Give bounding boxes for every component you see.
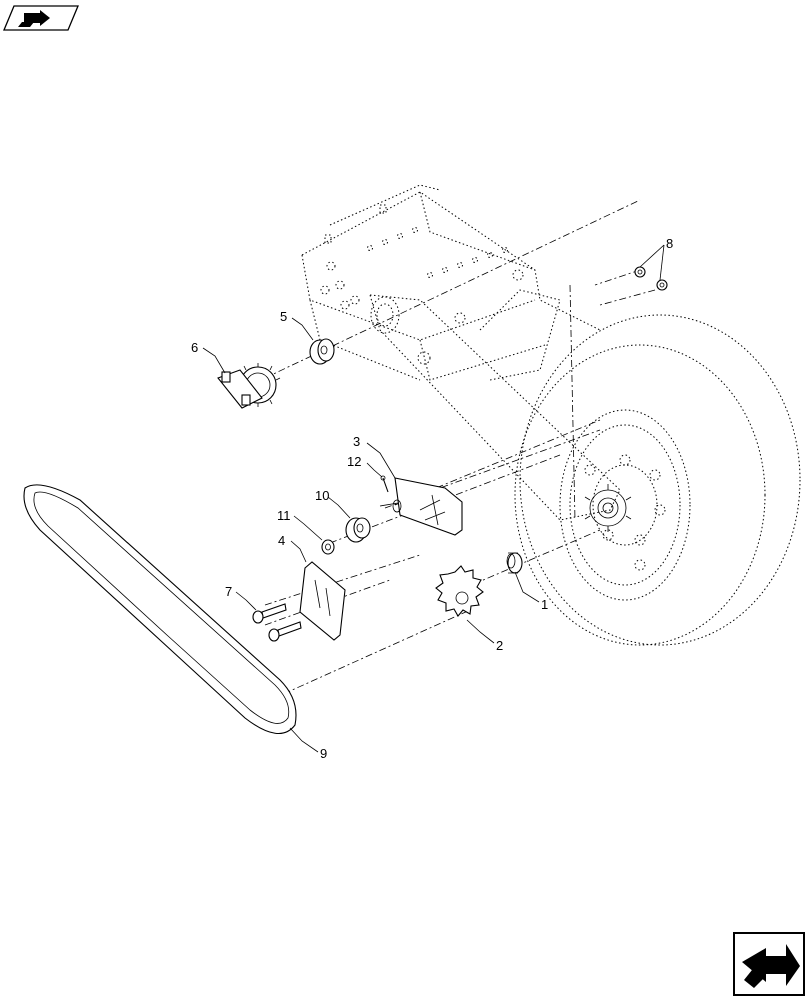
chain-part-9 xyxy=(23,484,297,734)
callout-4: 4 xyxy=(278,533,285,548)
callout-8: 8 xyxy=(666,236,673,251)
pin-part-12 xyxy=(380,475,389,493)
callout-12: 12 xyxy=(347,454,361,469)
idler-bracket-part-3 xyxy=(379,477,463,536)
washer-part-11 xyxy=(321,539,335,555)
sprocket-part-2 xyxy=(435,565,484,617)
tensioner-sprocket-part-6 xyxy=(217,363,281,409)
callout-3: 3 xyxy=(353,434,360,449)
swing-arm-outline xyxy=(369,294,621,521)
idler-roller-part-10 xyxy=(345,517,371,543)
bolts-part-7 xyxy=(252,603,302,642)
nuts-part-8 xyxy=(634,266,668,291)
plate-part-4 xyxy=(299,561,346,641)
hub-sprocket xyxy=(584,484,632,532)
bearing-part-5 xyxy=(309,338,335,365)
callout-1: 1 xyxy=(541,597,548,612)
callout-5: 5 xyxy=(280,309,287,324)
callout-2: 2 xyxy=(496,638,503,653)
page-forward-icon[interactable] xyxy=(3,5,79,31)
callout-7: 7 xyxy=(225,584,232,599)
callout-11: 11 xyxy=(277,508,291,523)
callout-9: 9 xyxy=(320,746,327,761)
callout-10: 10 xyxy=(315,488,329,503)
wheel-tire-outline xyxy=(514,314,801,646)
frame-outline xyxy=(301,184,601,381)
leader-lines xyxy=(202,244,665,753)
callout-6: 6 xyxy=(191,340,198,355)
next-page-icon[interactable] xyxy=(733,932,805,996)
spacer-bushing-part-1 xyxy=(506,552,523,574)
